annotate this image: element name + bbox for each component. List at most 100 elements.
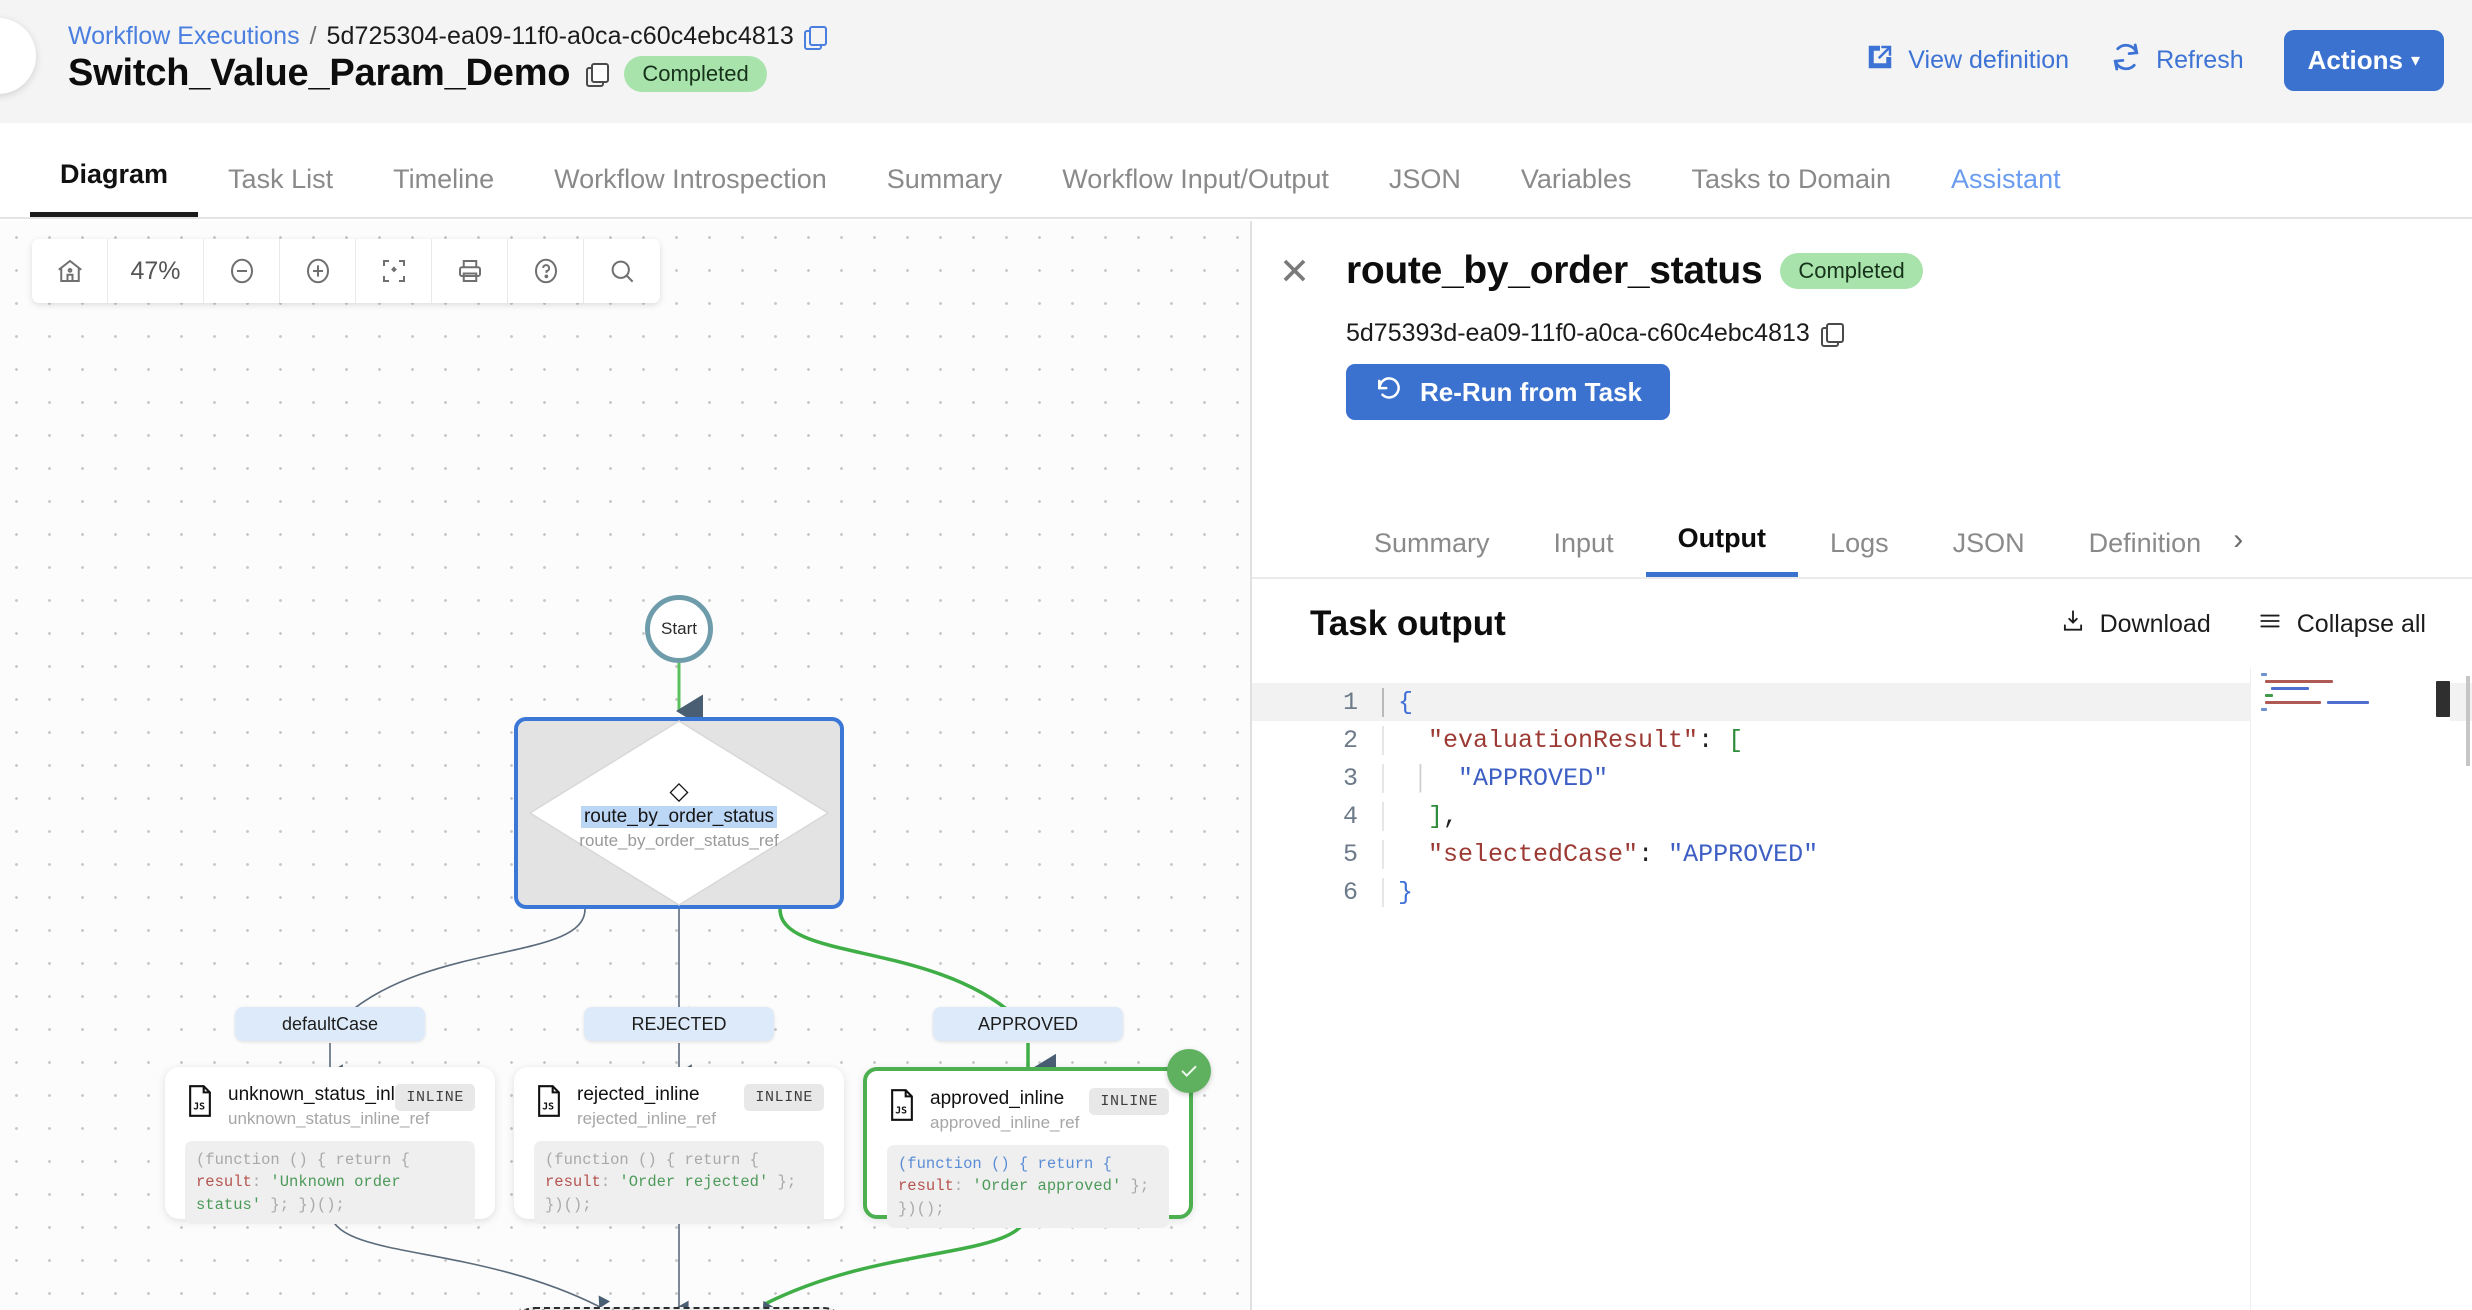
json-output-viewer[interactable]: 1 { 2 "evaluationResult": [ 3 │ "APPROVE… <box>1252 667 2472 1310</box>
node-task-approved-inline[interactable]: JS approved_inline approved_inline_ref I… <box>863 1049 1211 1229</box>
tab-tasks-to-domain[interactable]: Tasks to Domain <box>1691 164 1892 194</box>
chevron-down-icon: ▾ <box>2410 50 2420 70</box>
panel-task-id-row: 5d75393d-ea09-11f0-a0ca-c60c4ebc4813 <box>1346 319 1844 348</box>
node-end-of-switch[interactable]: // Marks end of switch route_by_order_s… <box>514 1306 844 1310</box>
code-minimap[interactable] <box>2250 667 2450 1310</box>
line-number: 5 <box>1342 839 1358 869</box>
external-link-icon <box>1865 42 1895 79</box>
tab-json[interactable]: JSON <box>1388 164 1461 194</box>
download-label: Download <box>2099 609 2211 638</box>
panel-title-row: route_by_order_status Completed <box>1346 249 1923 293</box>
actions-label: Actions <box>2307 45 2403 75</box>
switch-node-ref: route_by_order_status_ref <box>579 831 779 850</box>
panel-tab-summary[interactable]: Summary <box>1374 528 1490 558</box>
switch-node-name: route_by_order_status <box>580 806 778 828</box>
search-icon[interactable] <box>584 239 660 303</box>
view-definition-button[interactable]: View definition <box>1865 42 2069 79</box>
collapse-all-button[interactable]: Collapse all <box>2257 608 2426 641</box>
fit-to-screen-icon[interactable] <box>356 239 432 303</box>
js-file-icon: JS <box>534 1085 564 1122</box>
copy-task-id-icon[interactable] <box>1820 322 1844 347</box>
chevron-right-icon[interactable]: › <box>2233 523 2244 556</box>
node-task-rejected-inline[interactable]: JS rejected_inline rejected_inline_ref I… <box>514 1067 844 1225</box>
main-tabbar: Diagram Task List Timeline Workflow Intr… <box>0 123 2472 219</box>
code-line: 3 │ "APPROVED" <box>1252 759 2472 797</box>
copy-execution-id-icon[interactable] <box>803 25 827 50</box>
code-line: 6 } <box>1252 873 2472 911</box>
js-file-icon: JS <box>185 1085 215 1122</box>
panel-tab-output[interactable]: Output <box>1645 523 1799 577</box>
node-task-unknown-status-inline[interactable]: JS unknown_status_inline unknown_status_… <box>165 1067 495 1225</box>
breadcrumb-workflow-executions[interactable]: Workflow Executions <box>68 22 300 50</box>
panel-tab-definition[interactable]: Definition <box>2088 528 2202 558</box>
refresh-label: Refresh <box>2156 46 2244 74</box>
panel-tab-json[interactable]: JSON <box>1952 528 2025 558</box>
line-number: 3 <box>1342 763 1358 793</box>
panel-task-id: 5d75393d-ea09-11f0-a0ca-c60c4ebc4813 <box>1346 319 1810 347</box>
task-ref: approved_inline_ref <box>930 1112 1080 1132</box>
zoom-out-icon[interactable] <box>204 239 280 303</box>
collapse-icon <box>2257 608 2283 641</box>
minimap-scrollbar[interactable] <box>2436 681 2450 717</box>
code-line: 5 "selectedCase": "APPROVED" <box>1252 835 2472 873</box>
page-title: Switch_Value_Param_Demo <box>68 52 571 94</box>
tab-task-list[interactable]: Task List <box>228 164 334 194</box>
task-code-preview: (function () { return { result: 'Unknown… <box>185 1140 475 1225</box>
status-badge: Completed <box>624 55 767 92</box>
task-name: unknown_status_inline <box>228 1084 421 1105</box>
page-header: Workflow Executions / 5d725304-ea09-11f0… <box>0 0 2472 123</box>
panel-tab-input[interactable]: Input <box>1553 528 1614 558</box>
download-button[interactable]: Download <box>2060 608 2211 641</box>
line-number: 4 <box>1342 801 1358 831</box>
zoom-level[interactable]: 47% <box>108 239 204 303</box>
workflow-title-row: Switch_Value_Param_Demo Completed <box>68 52 767 95</box>
refresh-button[interactable]: Refresh <box>2109 40 2244 81</box>
diamond-icon: ◇ <box>669 777 689 805</box>
svg-text:JS: JS <box>895 1106 907 1117</box>
close-icon[interactable]: ✕ <box>1279 251 1311 292</box>
zoom-in-icon[interactable] <box>280 239 356 303</box>
rerun-icon <box>1374 374 1404 411</box>
panel-scrollbar[interactable] <box>2466 676 2470 766</box>
case-label-rejected[interactable]: REJECTED <box>584 1007 774 1041</box>
line-number: 1 <box>1342 687 1358 717</box>
svg-text:JS: JS <box>542 1102 554 1113</box>
task-ref: unknown_status_inline_ref <box>228 1108 430 1128</box>
case-label-defaultcase[interactable]: defaultCase <box>235 1007 425 1041</box>
print-icon[interactable] <box>432 239 508 303</box>
tab-workflow-input-output[interactable]: Workflow Input/Output <box>1062 164 1329 194</box>
tab-timeline[interactable]: Timeline <box>393 164 495 194</box>
code-line: 4 ], <box>1252 797 2472 835</box>
case-label-approved[interactable]: APPROVED <box>933 1007 1123 1041</box>
task-name: rejected_inline <box>577 1084 700 1105</box>
help-icon[interactable] <box>508 239 584 303</box>
task-code-preview: (function () { return { result: 'Order r… <box>534 1140 824 1225</box>
home-icon[interactable] <box>32 239 108 303</box>
copy-workflow-name-icon[interactable] <box>586 62 610 87</box>
line-number: 2 <box>1342 725 1358 755</box>
node-switch-route-by-order-status[interactable]: ◇ route_by_order_status route_by_order_s… <box>514 717 844 909</box>
tab-diagram[interactable]: Diagram <box>30 159 199 217</box>
sidebar-collapse-handle[interactable] <box>0 18 36 94</box>
rerun-from-task-button[interactable]: Re-Run from Task <box>1346 364 1670 420</box>
node-start[interactable]: Start <box>645 595 713 663</box>
end-switch-comment: // Marks end of switch <box>516 1306 663 1310</box>
tab-assistant[interactable]: Assistant <box>1951 164 2061 194</box>
task-code-preview: (function () { return { result: 'Order a… <box>887 1144 1169 1229</box>
task-ref: rejected_inline_ref <box>577 1108 716 1128</box>
task-output-bar: Task output Download <box>1252 581 2472 667</box>
panel-status-badge: Completed <box>1780 253 1923 289</box>
panel-tab-logs[interactable]: Logs <box>1830 528 1889 558</box>
tab-summary[interactable]: Summary <box>886 164 1003 194</box>
js-file-icon: JS <box>887 1089 917 1126</box>
panel-tabbar: Summary Input Output Logs JSON Definitio… <box>1252 495 2472 579</box>
tab-variables[interactable]: Variables <box>1520 164 1632 194</box>
task-detail-panel: ✕ route_by_order_status Completed 5d7539… <box>1250 221 2472 1310</box>
actions-button[interactable]: Actions ▾ <box>2283 30 2444 91</box>
collapse-label: Collapse all <box>2296 609 2426 638</box>
breadcrumb-execution-id: 5d725304-ea09-11f0-a0ca-c60c4ebc4813 <box>326 22 794 50</box>
svg-text:JS: JS <box>193 1102 205 1113</box>
task-name: approved_inline <box>930 1088 1065 1109</box>
tab-workflow-introspection[interactable]: Workflow Introspection <box>554 164 827 194</box>
